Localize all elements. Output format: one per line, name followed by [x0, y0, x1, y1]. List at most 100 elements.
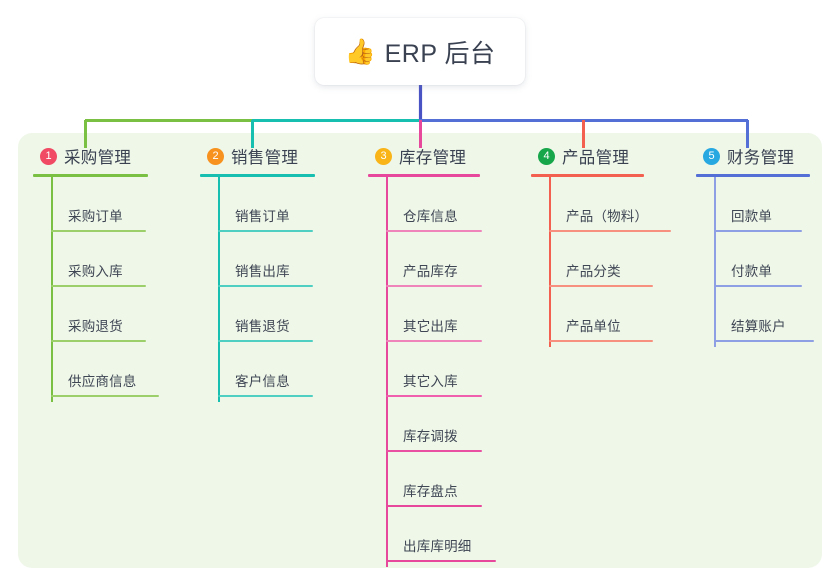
leaf-item[interactable]: 销售出库 — [218, 232, 360, 287]
branch-header-4[interactable]: 4 产品管理 — [531, 143, 706, 169]
leaf-label: 采购订单 — [68, 209, 123, 224]
leaf-label: 出库库明细 — [403, 539, 472, 554]
leaf-item[interactable]: 回款单 — [714, 177, 839, 232]
branch-spine-3 — [386, 177, 388, 567]
branch-spine-4 — [549, 177, 551, 347]
leaf-item[interactable]: 产品单位 — [549, 287, 706, 342]
branch-badge-2: 2 — [207, 147, 224, 165]
branch-badge-3: 3 — [375, 147, 392, 165]
branch-title-3: 库存管理 — [399, 149, 467, 167]
leaf-item[interactable]: 采购订单 — [51, 177, 193, 232]
branch-column-2[interactable]: 2 销售管理 销售订单 销售出库 销售退货 客户信息 — [200, 143, 360, 402]
branch-leaves-2: 销售订单 销售出库 销售退货 客户信息 — [218, 177, 360, 402]
leaf-rule — [51, 340, 146, 342]
leaf-label: 库存调拨 — [403, 429, 458, 444]
branch-leaves-3: 仓库信息 产品库存 其它出库 其它入库 库存调拨 — [386, 177, 538, 567]
leaf-rule — [51, 230, 146, 232]
branch-column-1[interactable]: 1 采购管理 采购订单 采购入库 采购退货 供应商信 — [33, 143, 193, 402]
leaf-rule — [386, 340, 482, 342]
leaf-rule — [218, 340, 313, 342]
leaf-label: 销售退货 — [235, 319, 290, 334]
leaf-item[interactable]: 库存调拨 — [386, 397, 538, 452]
leaf-label: 其它入库 — [403, 374, 458, 389]
leaf-rule — [51, 285, 146, 287]
branch-title-5: 财务管理 — [727, 149, 795, 167]
branch-leaves-4: 产品（物料） 产品分类 产品单位 — [549, 177, 706, 347]
branch-rule-1 — [33, 174, 148, 177]
root-title: ERP 后台 — [384, 39, 496, 68]
leaf-item[interactable]: 付款单 — [714, 232, 839, 287]
leaf-label: 供应商信息 — [68, 374, 137, 389]
thumbs-up-icon: 👍 — [344, 38, 376, 66]
leaf-item[interactable]: 其它入库 — [386, 342, 538, 397]
leaf-label: 客户信息 — [235, 374, 290, 389]
leaf-item[interactable]: 销售退货 — [218, 287, 360, 342]
leaf-rule — [386, 560, 496, 562]
leaf-label: 结算账户 — [731, 319, 786, 334]
leaf-item[interactable]: 结算账户 — [714, 287, 839, 342]
leaf-rule — [714, 230, 802, 232]
branch-title-1: 采购管理 — [64, 149, 132, 167]
leaf-rule — [549, 285, 653, 287]
leaf-item[interactable]: 采购入库 — [51, 232, 193, 287]
branch-leaves-5: 回款单 付款单 结算账户 — [714, 177, 839, 347]
branch-spine-1 — [51, 177, 53, 402]
leaf-item[interactable]: 采购退货 — [51, 287, 193, 342]
leaf-item[interactable]: 销售订单 — [218, 177, 360, 232]
branch-leaves-1: 采购订单 采购入库 采购退货 供应商信息 — [51, 177, 193, 402]
branch-rule-2 — [200, 174, 315, 177]
leaf-rule — [386, 285, 482, 287]
leaf-rule — [386, 230, 482, 232]
branch-header-2[interactable]: 2 销售管理 — [200, 143, 360, 169]
leaf-item[interactable]: 产品（物料） — [549, 177, 706, 232]
leaf-label: 销售订单 — [235, 209, 290, 224]
leaf-label: 回款单 — [731, 209, 773, 224]
branch-rule-4 — [531, 174, 644, 177]
branch-rule-3 — [368, 174, 480, 177]
leaf-label: 采购入库 — [68, 264, 123, 279]
leaf-rule — [386, 450, 482, 452]
leaf-rule — [51, 395, 159, 397]
leaf-item[interactable]: 仓库信息 — [386, 177, 538, 232]
branch-spine-2 — [218, 177, 220, 402]
leaf-label: 采购退货 — [68, 319, 123, 334]
branch-column-4[interactable]: 4 产品管理 产品（物料） 产品分类 产品单位 — [531, 143, 706, 347]
leaf-label: 库存盘点 — [403, 484, 458, 499]
leaf-rule — [218, 395, 313, 397]
leaf-label: 产品分类 — [566, 264, 621, 279]
branch-header-1[interactable]: 1 采购管理 — [33, 143, 193, 169]
leaf-item[interactable]: 供应商信息 — [51, 342, 193, 397]
leaf-label: 其它出库 — [403, 319, 458, 334]
leaf-rule — [714, 285, 802, 287]
branch-title-2: 销售管理 — [231, 149, 299, 167]
leaf-item[interactable]: 客户信息 — [218, 342, 360, 397]
branch-badge-1: 1 — [40, 147, 57, 165]
leaf-item[interactable]: 库存盘点 — [386, 452, 538, 507]
leaf-label: 产品（物料） — [566, 209, 649, 224]
leaf-rule — [549, 340, 653, 342]
leaf-rule — [386, 395, 482, 397]
leaf-label: 产品单位 — [566, 319, 621, 334]
branch-badge-4: 4 — [538, 147, 555, 165]
leaf-rule — [218, 285, 313, 287]
leaf-item[interactable]: 产品库存 — [386, 232, 538, 287]
branch-header-5[interactable]: 5 财务管理 — [696, 143, 839, 169]
leaf-rule — [549, 230, 671, 232]
branch-column-3[interactable]: 3 库存管理 仓库信息 产品库存 其它出库 其它入库 — [368, 143, 538, 567]
leaf-item[interactable]: 其它出库 — [386, 287, 538, 342]
leaf-rule — [386, 505, 482, 507]
branches-panel — [18, 133, 822, 568]
leaf-label: 付款单 — [731, 264, 773, 279]
branch-rule-5 — [696, 174, 810, 177]
branch-spine-5 — [714, 177, 716, 347]
branch-badge-5: 5 — [703, 147, 720, 165]
leaf-item[interactable]: 产品分类 — [549, 232, 706, 287]
branch-header-3[interactable]: 3 库存管理 — [368, 143, 538, 169]
root-node[interactable]: 👍 ERP 后台 — [315, 18, 525, 85]
leaf-rule — [714, 340, 814, 342]
branch-column-5[interactable]: 5 财务管理 回款单 付款单 结算账户 — [696, 143, 839, 347]
branch-title-4: 产品管理 — [562, 149, 630, 167]
leaf-item[interactable]: 出库库明细 — [386, 507, 538, 562]
